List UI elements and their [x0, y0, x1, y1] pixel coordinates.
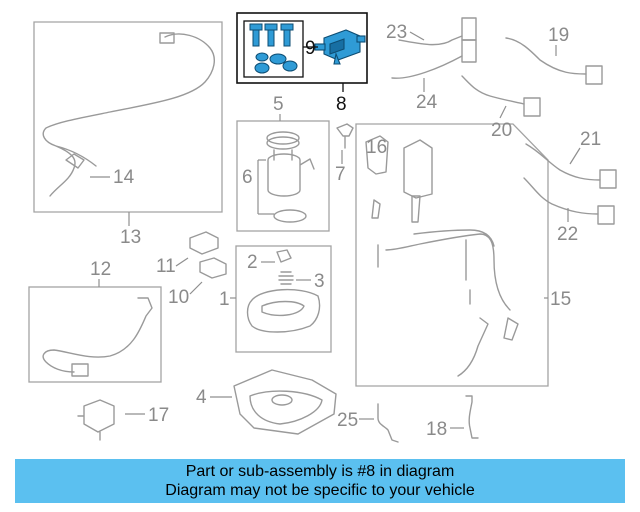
sender-ring: [266, 131, 300, 145]
label-2[interactable]: 2: [247, 252, 258, 273]
sensor-21-wire: [525, 143, 601, 181]
part-5-6-sender-group[interactable]: 5 6: [236, 94, 330, 232]
caption-line-1: Part or sub-assembly is #8 in diagram: [185, 463, 455, 480]
pump-reservoir: [246, 288, 321, 333]
part-15-box: [355, 123, 549, 387]
sensor-20-plug: [523, 97, 541, 117]
part-7-group[interactable]: 7: [335, 123, 354, 185]
sensor-19-wire: [505, 37, 587, 75]
sender-seal: [273, 209, 307, 223]
fuel-tank: [233, 369, 337, 435]
label-19[interactable]: 19: [548, 25, 569, 46]
bolt-set-icon: [249, 23, 298, 74]
part-1-pump-group[interactable]: 2 3 1: [219, 245, 332, 353]
part-18-group[interactable]: 18: [426, 395, 479, 440]
connector-11-icon: [189, 231, 219, 255]
bracket-7-icon: [336, 123, 354, 149]
caption-banner: Part or sub-assembly is #8 in diagram Di…: [15, 459, 625, 503]
sender-unit-body: [267, 149, 315, 197]
sensor-12-plug: [71, 363, 89, 377]
label-25[interactable]: 25: [337, 410, 358, 431]
part-8-box: [236, 12, 368, 84]
part-10-11-group[interactable]: 11 10: [156, 231, 227, 308]
harness-wire-13: [42, 33, 216, 197]
hose-25-icon: [377, 403, 399, 443]
purge-valve-icon: [314, 29, 366, 65]
part-25-group[interactable]: 25: [337, 403, 399, 443]
spring-3: [278, 271, 294, 285]
sensor-23-plug: [461, 17, 477, 41]
sensor-18-icon: [465, 395, 479, 439]
label-1[interactable]: 1: [219, 289, 230, 310]
label-22[interactable]: 22: [557, 224, 578, 245]
part-12-group[interactable]: 12: [28, 259, 162, 383]
label-20[interactable]: 20: [491, 120, 512, 141]
part-9-box: [243, 20, 304, 78]
harness-connector-13: [159, 32, 175, 44]
sensor-24-wire: [391, 55, 463, 79]
sensor-22-plug: [597, 205, 615, 225]
label-15[interactable]: 15: [550, 289, 571, 310]
sensor-24-plug: [461, 39, 477, 63]
label-10[interactable]: 10: [168, 287, 189, 308]
label-11[interactable]: 11: [156, 256, 176, 277]
label-8[interactable]: 8: [336, 94, 347, 115]
label-24[interactable]: 24: [416, 92, 438, 113]
label-18[interactable]: 18: [426, 419, 447, 440]
oxygen-sensors-group[interactable]: 23 24 19 20 21 22: [386, 17, 617, 245]
part-17-group[interactable]: 17: [77, 399, 169, 441]
label-9[interactable]: 9: [305, 38, 316, 59]
sensor-19-plug: [585, 65, 603, 85]
part-15-group[interactable]: 15 16: [355, 123, 571, 387]
part-8-subassembly-group[interactable]: 9 8: [236, 12, 368, 115]
label-16[interactable]: 16: [366, 137, 387, 158]
sensor-12-wire: [42, 297, 153, 373]
part-5-box: [236, 120, 330, 232]
part-4-tank-group[interactable]: 4: [196, 369, 337, 435]
valve-17-icon: [77, 399, 115, 441]
connector-10-icon: [199, 257, 227, 279]
caption-line-2: Diagram may not be specific to your vehi…: [165, 482, 475, 499]
part-12-box: [28, 286, 162, 383]
sensor-22-wire: [523, 177, 599, 215]
label-14[interactable]: 14: [113, 167, 135, 188]
part-13-harness-group[interactable]: 13 14: [33, 21, 223, 248]
pump-cap-2: [276, 249, 292, 263]
label-4[interactable]: 4: [196, 387, 207, 408]
part-1-box: [235, 245, 332, 353]
evap-lines-15: [371, 195, 519, 377]
sensor-20-wire: [461, 75, 525, 105]
label-17[interactable]: 17: [148, 405, 169, 426]
label-21[interactable]: 21: [580, 129, 601, 150]
label-3[interactable]: 3: [314, 271, 325, 292]
part-13-box: [33, 21, 223, 213]
label-13[interactable]: 13: [120, 227, 141, 248]
canister-15-icon: [403, 139, 433, 199]
sensor-23-wire: [398, 35, 463, 46]
harness-clip-13: [65, 153, 85, 169]
canister-16-icon: [365, 135, 389, 175]
label-7[interactable]: 7: [335, 164, 346, 185]
label-5[interactable]: 5: [273, 94, 284, 115]
label-23[interactable]: 23: [386, 22, 407, 43]
label-12[interactable]: 12: [90, 259, 111, 280]
sensor-21-plug: [599, 169, 617, 189]
label-6[interactable]: 6: [242, 167, 253, 188]
